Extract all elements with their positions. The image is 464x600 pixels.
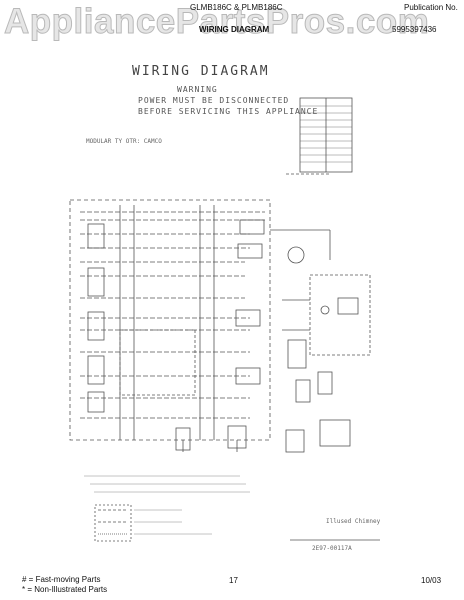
publication-label: Publication No. xyxy=(404,3,458,12)
used-label: Illused Chimney xyxy=(326,518,381,525)
warning-line-2: BEFORE SERVICING THIS APPLIANCE xyxy=(138,107,319,116)
part-code: 2E97-00117A xyxy=(312,545,352,552)
section-title: WIRING DIAGRAM xyxy=(199,25,270,34)
diagram-title: WIRING DIAGRAM xyxy=(132,64,270,79)
watermark-logo: AppliancePartsPros.com xyxy=(3,2,430,42)
warning-line-1: POWER MUST BE DISCONNECTED xyxy=(138,96,290,105)
model-title: GLMB186C & PLMB186C xyxy=(190,3,283,12)
page-number: 17 xyxy=(229,576,238,585)
module-label: MODULAR TY OTR: CAMCO xyxy=(86,138,162,145)
control-box-outline xyxy=(69,199,271,441)
publication-number: 5995397436 xyxy=(392,25,437,34)
warning-title: WARNING xyxy=(177,85,218,94)
legend-non-illustrated: * = Non-Illustrated Parts xyxy=(22,585,108,594)
legend-fast-moving: # = Fast-moving Parts xyxy=(22,575,101,584)
footer-date: 10/03 xyxy=(421,576,442,585)
